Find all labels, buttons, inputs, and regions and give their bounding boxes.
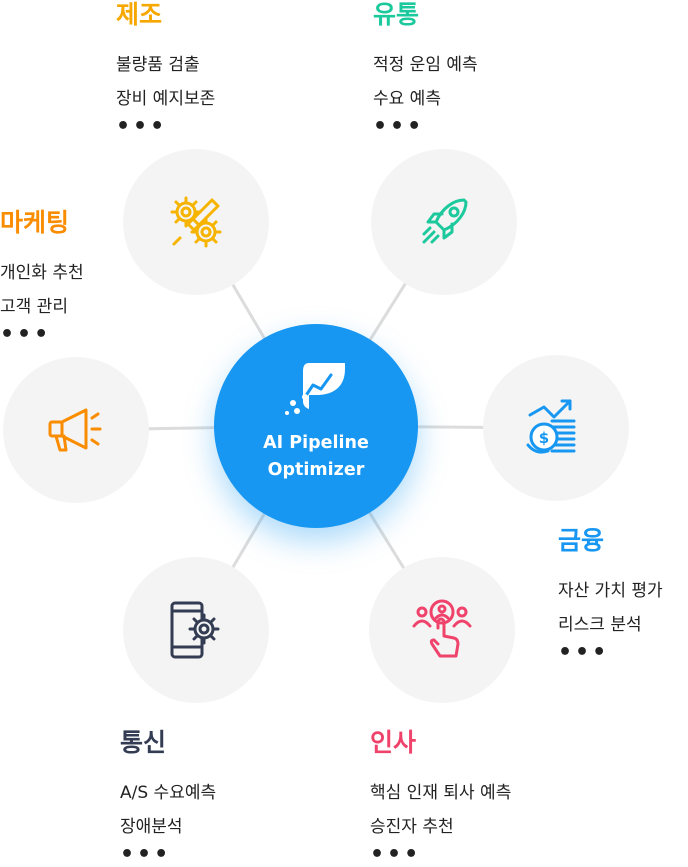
telecom-node	[123, 557, 269, 703]
distribution-more: •••	[373, 114, 425, 139]
manufacturing-title: 제조	[116, 0, 163, 29]
telecom-item: 장애분석	[120, 817, 183, 837]
megaphone-icon	[44, 400, 108, 460]
marketing-node	[3, 357, 149, 503]
distribution-item: 수요 예측	[373, 89, 441, 109]
svg-text:$: $	[539, 429, 549, 447]
marketing-label: 마케팅 개인화 추천 고객 관리 •••	[0, 208, 84, 347]
distribution-node	[371, 149, 517, 295]
finance-title: 금융	[558, 526, 605, 555]
hr-node	[369, 557, 515, 703]
finance-node: $	[483, 355, 629, 501]
ai-pipeline-optimizer-hub: AI Pipeline Optimizer	[214, 324, 418, 528]
finance-item: 리스크 분석	[558, 615, 642, 635]
phone-gear-icon	[166, 599, 226, 661]
finance-more: •••	[558, 640, 610, 665]
hr-label: 인사 핵심 인재 퇴사 예측 승진자 추천 •••	[370, 728, 512, 867]
telecom-item: A/S 수요예측	[120, 783, 217, 803]
hr-item: 승진자 추천	[370, 817, 454, 837]
marketing-item: 개인화 추천	[0, 263, 84, 283]
finance-label: 금융 자산 가치 평가 리스크 분석 •••	[558, 526, 663, 665]
hr-more: •••	[370, 842, 422, 867]
telecom-title: 통신	[120, 728, 167, 757]
manufacturing-more: •••	[116, 114, 168, 139]
coins-chart-icon: $	[524, 397, 588, 459]
telecom-label: 통신 A/S 수요예측 장애분석 •••	[120, 728, 217, 867]
hr-title: 인사	[370, 728, 417, 757]
distribution-title: 유통	[373, 0, 420, 29]
marketing-more: •••	[0, 322, 52, 347]
telecom-more: •••	[120, 842, 172, 867]
distribution-label: 유통 적정 운임 예측 수요 예측 •••	[373, 0, 478, 139]
manufacturing-item: 불량품 검출	[116, 55, 200, 75]
hr-item: 핵심 인재 퇴사 예측	[370, 783, 512, 803]
distribution-item: 적정 운임 예측	[373, 55, 478, 75]
manufacturing-item: 장비 예지보존	[116, 89, 216, 109]
marketing-item: 고객 관리	[0, 297, 68, 317]
manufacturing-node	[123, 149, 269, 295]
leaf-chart-logo-icon	[283, 359, 349, 421]
manufacturing-label: 제조 불량품 검출 장비 예지보존 •••	[116, 0, 216, 139]
finance-item: 자산 가치 평가	[558, 581, 663, 601]
gear-wrench-icon	[166, 192, 226, 252]
hub-title-line1: AI Pipeline	[263, 433, 369, 453]
people-touch-icon	[410, 598, 474, 662]
hub-title-line2: Optimizer	[267, 460, 365, 480]
rocket-icon	[414, 192, 474, 252]
marketing-title: 마케팅	[0, 208, 70, 237]
